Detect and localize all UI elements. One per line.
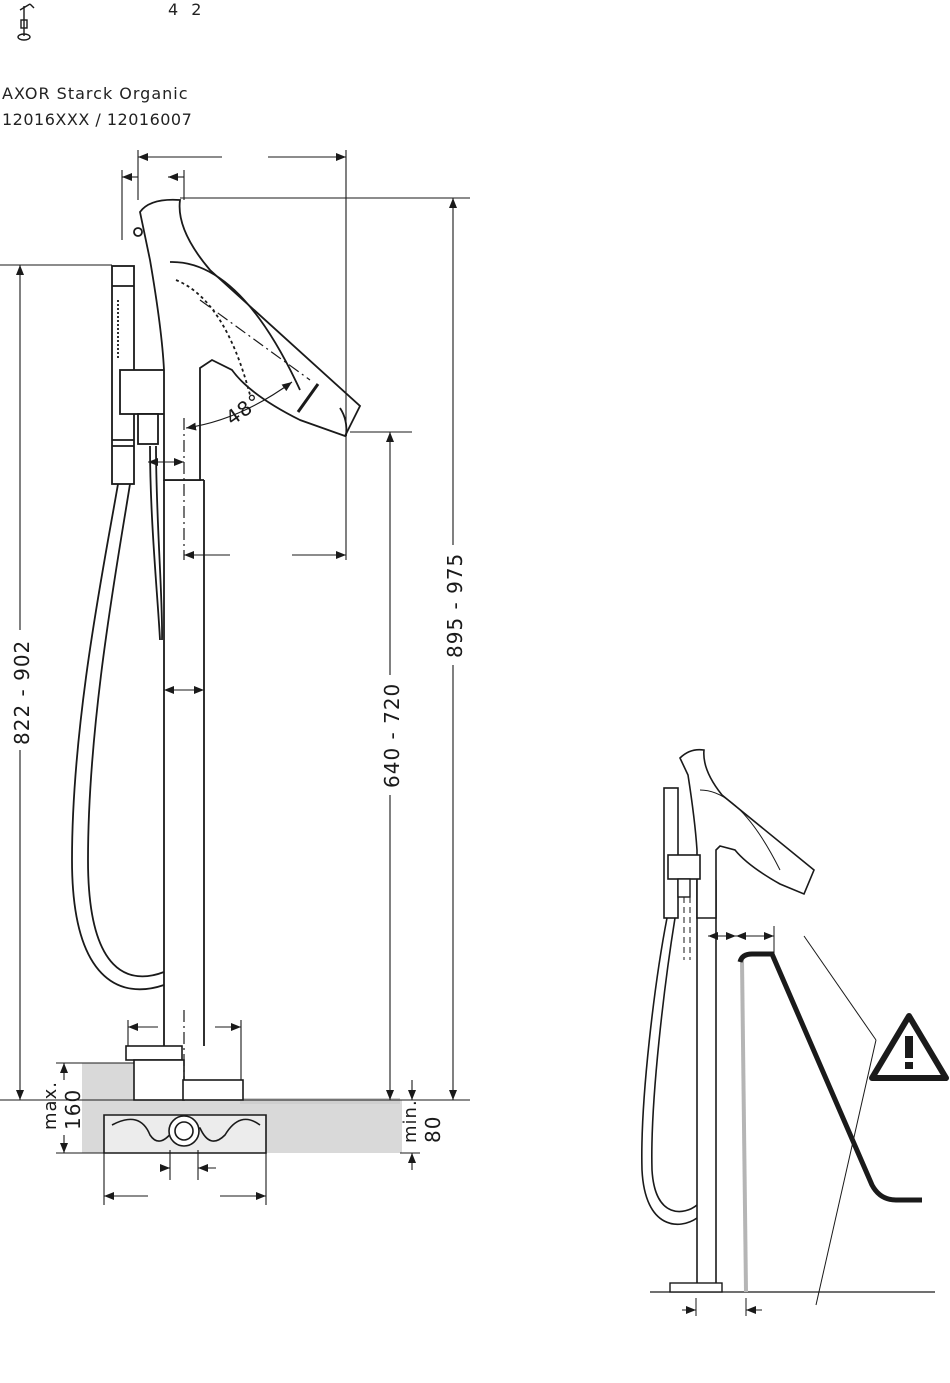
dim-min-value: 80	[421, 1116, 445, 1143]
dim-min-label: min.	[400, 1099, 421, 1143]
dim-max-label: max.	[40, 1081, 61, 1130]
bath-installation-view	[642, 750, 935, 1316]
riser-column	[164, 480, 204, 1046]
dim-hose-height: 822 - 902	[10, 640, 34, 745]
dim-spout-height: 640 - 720	[380, 683, 404, 788]
shower-hose	[72, 446, 164, 989]
dim-max-value: 160	[61, 1089, 85, 1130]
faucet-icon	[18, 4, 34, 40]
dim-total-height: 895 - 975	[443, 553, 467, 658]
warning-triangle-icon	[872, 1016, 946, 1078]
spout	[134, 200, 360, 480]
